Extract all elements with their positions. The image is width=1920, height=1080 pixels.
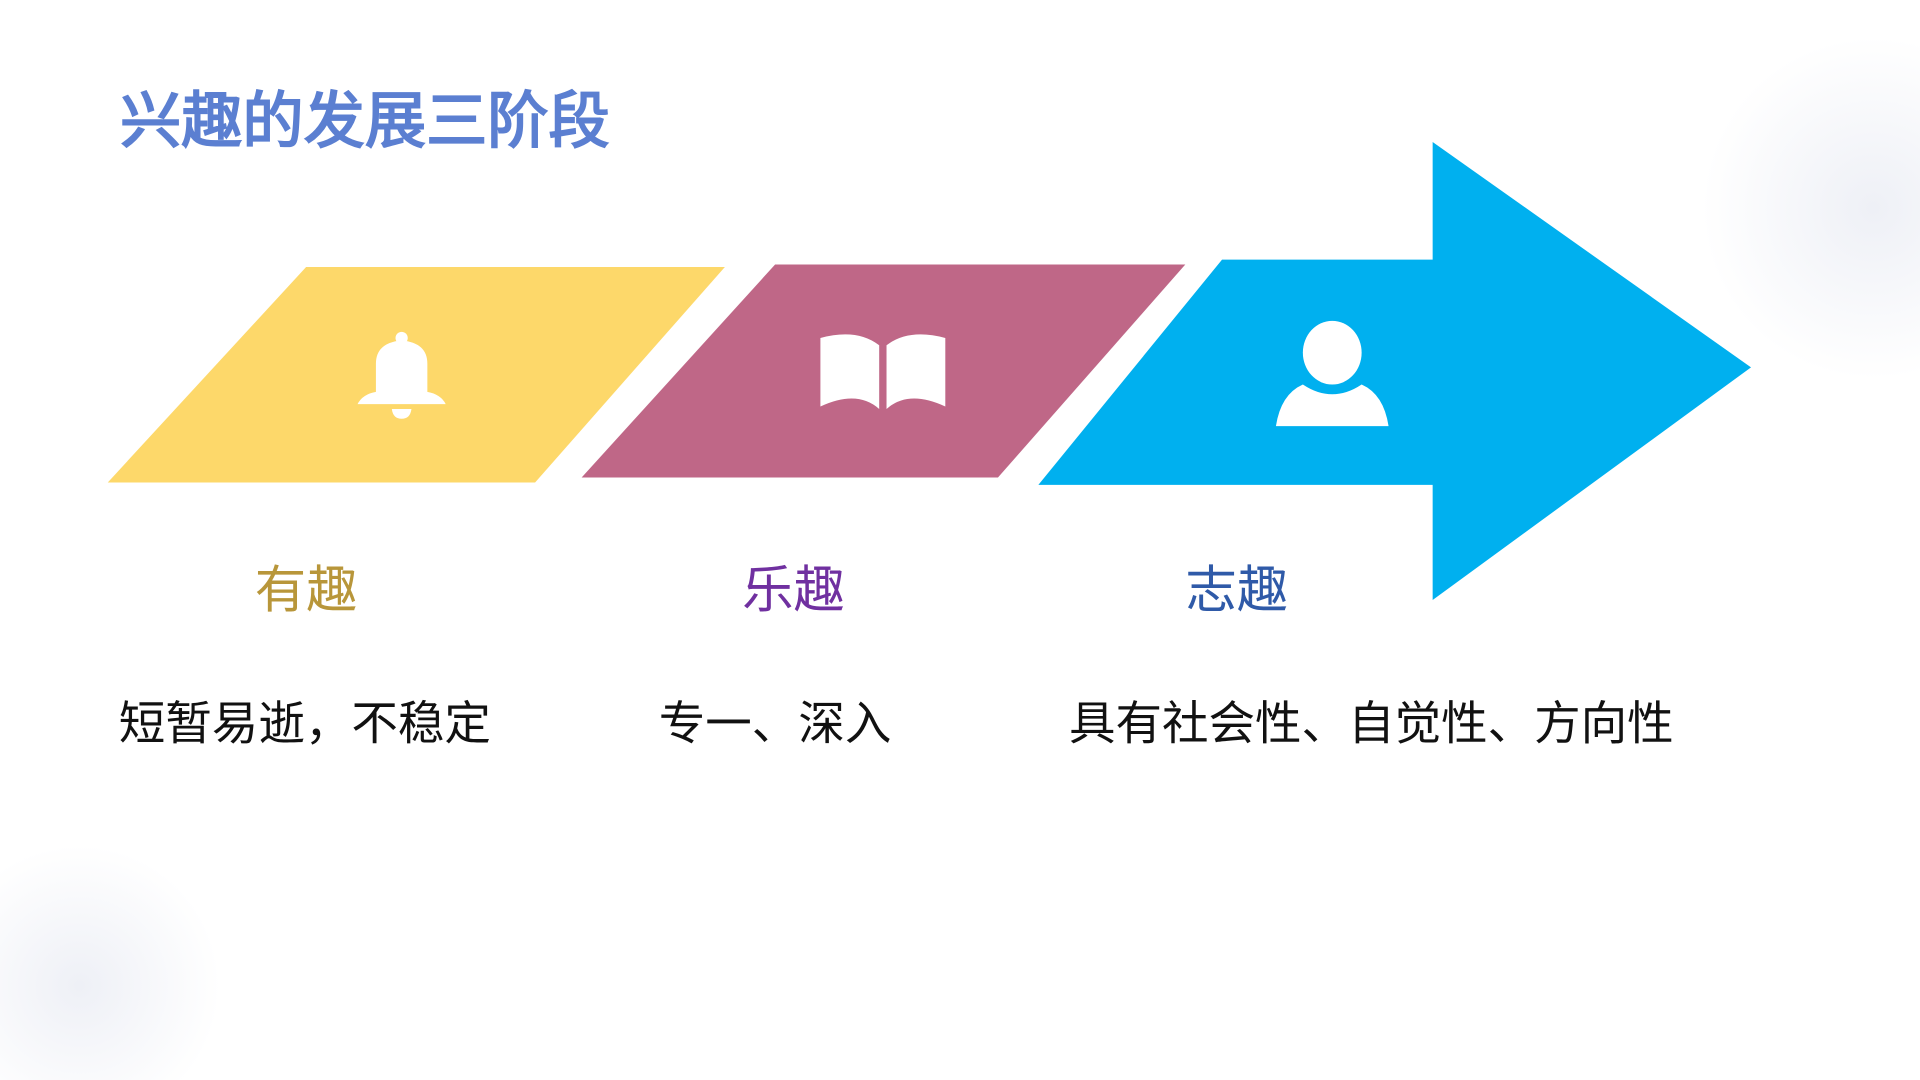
- stage-2-description: 专一、深入: [659, 697, 892, 751]
- stage-1-label: 有趣: [255, 560, 358, 620]
- stage-3-description: 具有社会性、自觉性、方向性: [1069, 697, 1674, 751]
- decorative-circle: [1702, 36, 1920, 380]
- decorative-circle: [0, 844, 221, 1080]
- stage-3-arrow: [1038, 142, 1752, 600]
- stage-1-description: 短暂易逝，不稳定: [119, 697, 491, 751]
- user-icon: [1275, 320, 1389, 427]
- bell-icon: [357, 331, 446, 419]
- stage-2-label: 乐趣: [742, 560, 845, 620]
- book-icon: [820, 334, 946, 409]
- page-title: 兴趣的发展三阶段: [120, 86, 610, 157]
- stage-3-label: 志趣: [1185, 560, 1288, 620]
- stage-2-shape: [581, 264, 1186, 478]
